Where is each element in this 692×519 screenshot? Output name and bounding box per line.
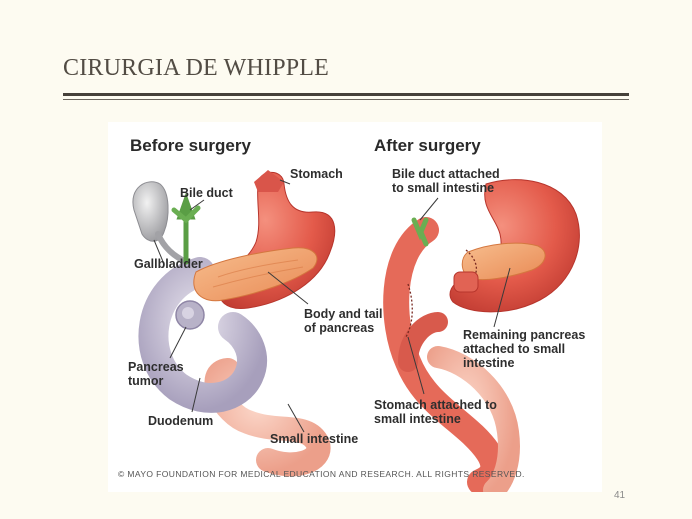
- before-surgery-heading: Before surgery: [130, 136, 251, 155]
- anatomy-illustration: [132, 170, 580, 492]
- label-duodenum: Duodenum: [148, 414, 214, 428]
- slide-title: CIRURGIA DE WHIPPLE: [63, 55, 330, 81]
- slide-number: 41: [614, 490, 626, 501]
- label-bile-duct: Bile duct: [180, 186, 233, 200]
- label-pancreas-tumor: Pancreas tumor: [128, 360, 184, 388]
- label-stomach-attached: Stomach attached to small intestine: [374, 398, 497, 426]
- after-illustration: [383, 179, 580, 492]
- copyright-notice: © MAYO FOUNDATION FOR MEDICAL EDUCATION …: [118, 469, 525, 479]
- after-small-intestine: [383, 217, 507, 492]
- label-pancreas-body-tail: Body and tail of pancreas: [304, 307, 383, 335]
- pancreas-shape: [193, 247, 318, 302]
- label-remaining-pancreas: Remaining pancreas attached to small int…: [463, 328, 586, 370]
- diagram-panel: Before surgery After surgery Stomach Bil…: [108, 122, 602, 492]
- label-bile-duct-attached: Bile duct attached to small intestine: [392, 167, 500, 195]
- label-small-intestine: Small intestine: [270, 432, 359, 446]
- label-gallbladder: Gallbladder: [134, 257, 203, 271]
- before-illustration: [132, 170, 336, 477]
- title-rule-thin: [63, 99, 629, 100]
- after-surgery-heading: After surgery: [374, 136, 481, 155]
- gallbladder-shape: [132, 181, 169, 242]
- label-stomach: Stomach: [290, 167, 343, 181]
- title-rule-thick: [63, 93, 629, 96]
- leader-lines: [153, 179, 511, 433]
